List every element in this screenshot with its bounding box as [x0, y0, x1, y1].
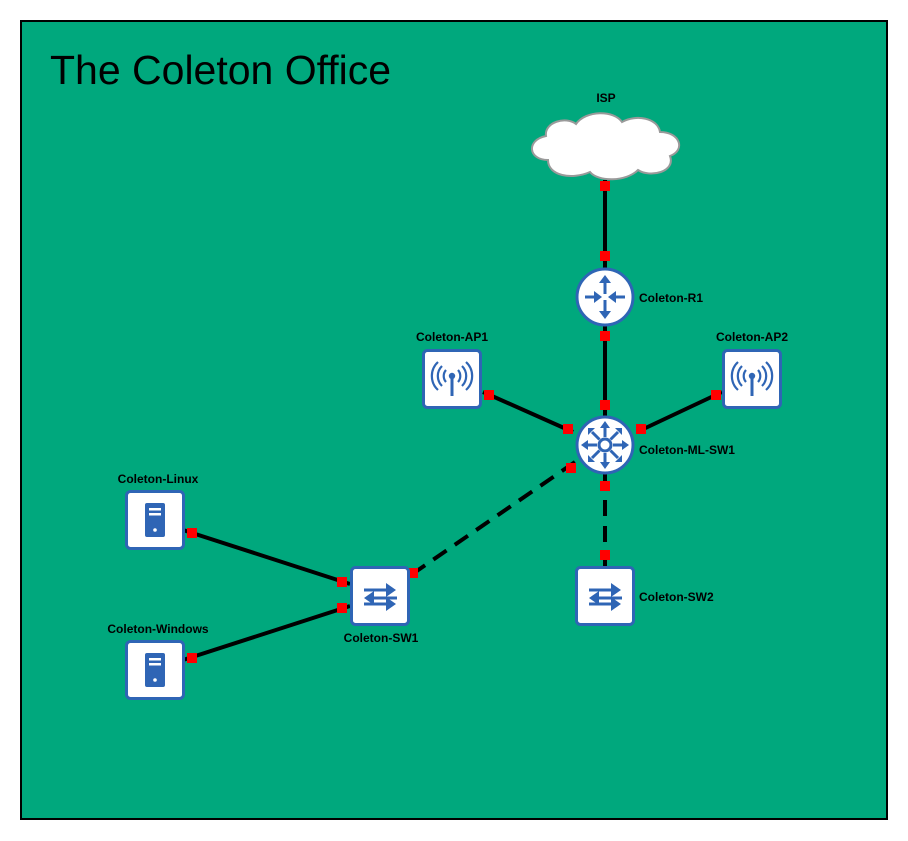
- port: [711, 390, 721, 400]
- port: [600, 550, 610, 560]
- sw2-label: Coleton-SW2: [639, 590, 714, 604]
- link-linux-sw1: [182, 528, 351, 586]
- link-windows-sw1: [182, 604, 351, 662]
- port: [600, 251, 610, 261]
- linux-node[interactable]: Coleton-Linux: [118, 472, 199, 550]
- port: [600, 181, 610, 191]
- isp-label: ISP: [596, 91, 615, 105]
- port: [566, 463, 576, 473]
- wireless-access-point-icon: [722, 349, 782, 409]
- sw1-label: Coleton-SW1: [344, 631, 419, 645]
- port: [337, 603, 347, 613]
- server-icon: [125, 490, 185, 550]
- ap1-label: Coleton-AP1: [416, 330, 488, 344]
- sw1-node[interactable]: Coleton-SW1: [344, 566, 419, 646]
- router-icon: [575, 267, 635, 327]
- sw2-node[interactable]: Coleton-SW2: [575, 566, 714, 626]
- isp-node[interactable]: ISP: [531, 91, 681, 181]
- switch-icon: [350, 566, 410, 626]
- port: [600, 331, 610, 341]
- port: [408, 568, 418, 578]
- ap2-node[interactable]: Coleton-AP2: [716, 330, 788, 409]
- port: [484, 390, 494, 400]
- port: [563, 424, 573, 434]
- ml-switch-label: Coleton-ML-SW1: [639, 443, 735, 457]
- ml-switch-node[interactable]: Coleton-ML-SW1: [575, 415, 735, 475]
- diagram-title: The Coleton Office: [50, 47, 392, 93]
- port: [636, 424, 646, 434]
- link-ap2-mlsw: [636, 390, 723, 434]
- port: [337, 577, 347, 587]
- router-label: Coleton-R1: [639, 291, 703, 305]
- port: [187, 653, 197, 663]
- wireless-access-point-icon: [422, 349, 482, 409]
- ap2-label: Coleton-AP2: [716, 330, 788, 344]
- router-node[interactable]: Coleton-R1: [575, 267, 703, 327]
- port: [187, 528, 197, 538]
- port: [600, 481, 610, 491]
- link-mlsw-sw1: [406, 460, 577, 579]
- port: [600, 400, 610, 410]
- windows-node[interactable]: Coleton-Windows: [107, 622, 209, 700]
- cloud-icon: [531, 112, 681, 181]
- windows-label: Coleton-Windows: [107, 622, 209, 636]
- multilayer-switch-icon: [575, 415, 635, 475]
- linux-label: Coleton-Linux: [118, 472, 199, 486]
- ports: [187, 181, 721, 663]
- ap1-node[interactable]: Coleton-AP1: [416, 330, 488, 409]
- switch-icon: [575, 566, 635, 626]
- server-icon: [125, 640, 185, 700]
- link-ap1-mlsw: [482, 390, 574, 434]
